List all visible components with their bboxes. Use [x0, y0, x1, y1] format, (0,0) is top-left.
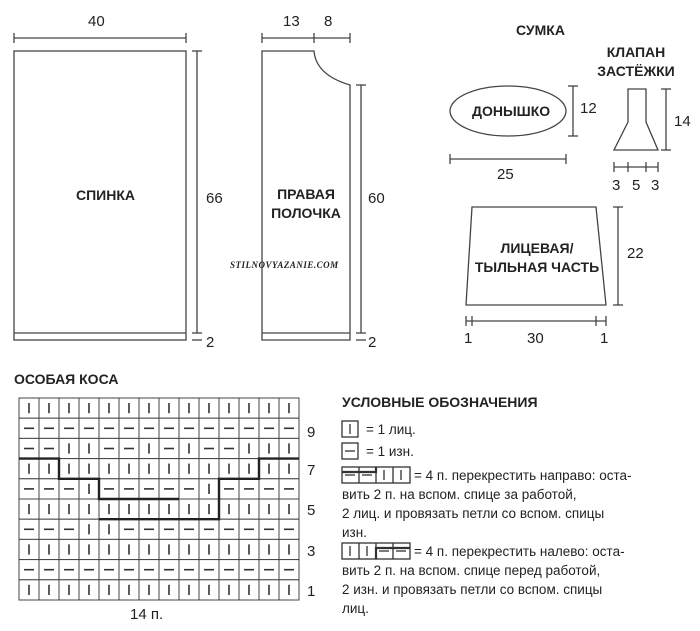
flap-seg1-label: 3: [612, 177, 621, 194]
bag-panel-outline: [465, 206, 607, 306]
bag-bottom-label: ДОНЫШКО: [472, 103, 551, 119]
bag-panel-height-label: 22: [627, 245, 644, 262]
legend-purl-text: = 1 изн.: [366, 444, 414, 459]
back-panel-outline: [13, 50, 187, 341]
bag-panel-label: ЛИЦЕВАЯ/ ТЫЛЬНАЯ ЧАСТЬ: [474, 240, 600, 275]
flap-seg3-label: 3: [651, 177, 660, 194]
legend-knit-text: = 1 лиц.: [366, 422, 416, 437]
legend-right-cross-text: = 4 п. перекрестить направо: оста-: [414, 468, 632, 483]
flap-label: КЛАПАН ЗАСТЁЖКИ: [597, 44, 675, 79]
front-band-label: 2: [368, 334, 377, 351]
flap-seg2-label: 5: [632, 177, 641, 194]
chart-title: ОСОБАЯ КОСА: [14, 371, 119, 387]
legend-right-cross-cont: вить 2 п. на вспом. спице за работой, 2 …: [342, 487, 605, 540]
row-label-5: 5: [307, 502, 316, 519]
legend-left-cross-text: = 4 п. перекрестить налево: оста-: [414, 544, 625, 559]
bag-panel-mid-label: 30: [527, 330, 544, 347]
row-label-9: 9: [307, 424, 316, 441]
back-band-label: 2: [206, 334, 215, 351]
back-height-label: 66: [206, 190, 223, 207]
watermark: STILNOVYAZANIE.COM: [230, 260, 339, 270]
row-label-7: 7: [307, 462, 316, 479]
bag-panel-left-label: 1: [464, 330, 473, 347]
front-height-label: 60: [368, 190, 385, 207]
front-width-a-label: 13: [283, 13, 300, 30]
bag-panel-right-label: 1: [600, 330, 609, 347]
bag-title: СУМКА: [516, 22, 565, 38]
flap-height-label: 14: [674, 113, 691, 130]
front-panel-label: ПРАВАЯ ПОЛОЧКА: [271, 186, 341, 221]
bag-bottom-ellipse: [449, 85, 567, 137]
legend-title: УСЛОВНЫЕ ОБОЗНАЧЕНИЯ: [342, 394, 538, 410]
row-label-3: 3: [307, 543, 316, 560]
bag-bottom-width-label: 25: [497, 166, 514, 183]
bag-bottom-height-label: 12: [580, 100, 597, 117]
chart-stitch-count: 14 п.: [130, 606, 164, 623]
back-panel-label: СПИНКА: [76, 187, 136, 203]
flap-outline: [612, 88, 659, 151]
cable-outline: [19, 457, 299, 521]
front-panel-outline: [261, 50, 351, 341]
front-width-b-label: 8: [324, 13, 333, 30]
cable-chart-grid: [18, 397, 300, 601]
row-label-1: 1: [307, 583, 316, 600]
back-width-label: 40: [88, 13, 105, 30]
legend-left-cross-cont: вить 2 п. на вспом. спице перед работой,…: [342, 563, 603, 616]
